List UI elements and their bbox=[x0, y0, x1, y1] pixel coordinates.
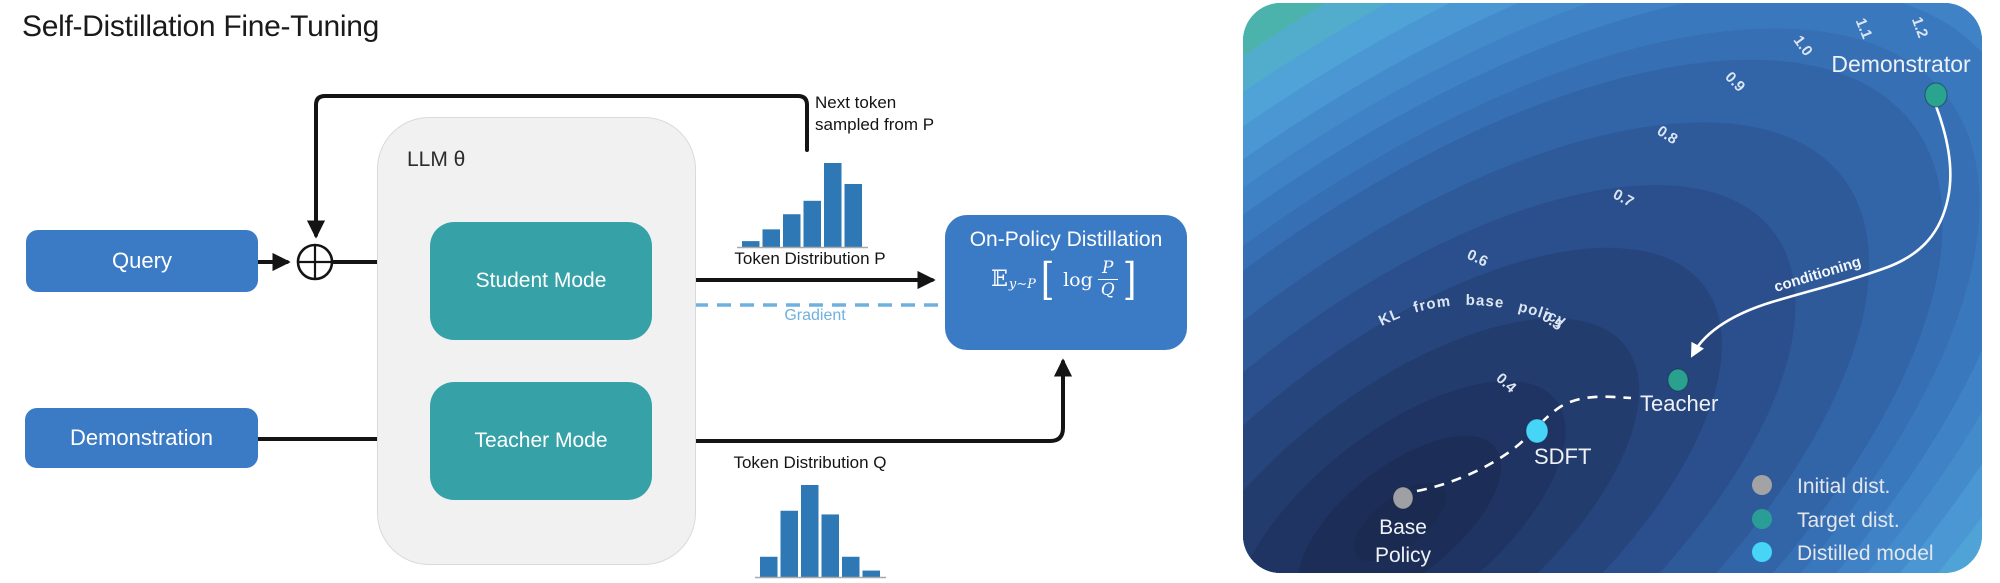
query-box: Query bbox=[26, 230, 258, 292]
legend-target-dot bbox=[1752, 509, 1772, 529]
teacher-mode-box: Teacher Mode bbox=[430, 382, 652, 500]
histogram-bar bbox=[821, 514, 839, 577]
histogram-bar bbox=[760, 556, 778, 577]
student-mode-box: Student Mode bbox=[430, 222, 652, 340]
p-over-q-fraction: P Q bbox=[1097, 258, 1118, 299]
demonstration-label: Demonstration bbox=[69, 425, 214, 450]
histogram-bar bbox=[780, 510, 798, 577]
legend-initial-dot bbox=[1752, 475, 1772, 495]
base-policy-dot bbox=[1392, 486, 1414, 510]
sdft-dot bbox=[1525, 418, 1549, 444]
histogram-bar bbox=[801, 485, 819, 577]
student-mode-label: Student Mode bbox=[475, 269, 607, 292]
histogram-bar bbox=[803, 200, 821, 247]
log-symbol: log bbox=[1063, 268, 1093, 291]
contour-panel: 0.4 0.5 0.6 0.7 0.8 0.9 1.0 1.1 1.2 KL f… bbox=[1243, 3, 1982, 573]
histogram-q bbox=[760, 485, 880, 577]
histogram-p bbox=[742, 163, 862, 247]
token-distribution-q-label: Token Distribution Q bbox=[733, 453, 887, 472]
sdft-label: SDFT bbox=[1534, 444, 1591, 469]
legend-target-label: Target dist. bbox=[1797, 509, 1900, 532]
histogram-bar bbox=[742, 241, 760, 247]
contour-bands bbox=[1243, 3, 1982, 573]
histogram-bar bbox=[842, 556, 860, 577]
query-label: Query bbox=[112, 248, 172, 273]
fraction-denominator: Q bbox=[1097, 279, 1118, 299]
legend-distilled-dot bbox=[1752, 542, 1772, 562]
teacher-mode-label: Teacher Mode bbox=[474, 429, 608, 452]
legend-initial-label: Initial dist. bbox=[1797, 475, 1890, 498]
on-policy-title: On-Policy Distillation bbox=[969, 228, 1163, 251]
histogram-bar bbox=[824, 163, 842, 247]
arrow-teacher-to-onpolicy bbox=[650, 358, 1073, 443]
histogram-bar bbox=[844, 184, 862, 247]
conditioning-curve bbox=[1690, 105, 1952, 358]
contour-label-1.2: 1.2 bbox=[1908, 15, 1931, 40]
contour-legend: Initial dist. Target dist. Distilled mod… bbox=[1752, 475, 1934, 565]
figure-title: Self-Distillation Fine-Tuning bbox=[22, 10, 379, 43]
fraction-numerator: P bbox=[1101, 258, 1114, 278]
contour-label-1.1: 1.1 bbox=[1852, 16, 1876, 42]
gradient-label: Gradient bbox=[784, 307, 846, 324]
plus-circle-icon bbox=[296, 243, 334, 281]
next-token-annotation: Next token sampled from P bbox=[815, 92, 934, 136]
base-policy-label-line1: Base bbox=[1379, 516, 1427, 539]
histogram-bar bbox=[783, 214, 801, 247]
histogram-bar bbox=[762, 229, 780, 247]
legend-distilled-label: Distilled model bbox=[1797, 542, 1934, 565]
demonstrator-label: Demonstrator bbox=[1831, 51, 1971, 77]
teacher-dot bbox=[1667, 368, 1689, 392]
expectation-subscript: y∼P bbox=[1008, 277, 1036, 292]
teacher-label: Teacher bbox=[1640, 391, 1718, 416]
demonstrator-dot bbox=[1924, 82, 1948, 108]
next-token-line1: Next token bbox=[815, 93, 897, 112]
token-distribution-p-label: Token Distribution P bbox=[734, 249, 886, 268]
histogram-bar bbox=[862, 570, 880, 577]
demonstration-box: Demonstration bbox=[25, 408, 258, 468]
base-policy-label-line2: Policy bbox=[1375, 544, 1432, 567]
arrow-feedback-loop bbox=[306, 94, 809, 239]
expectation-symbol: 𝔼 bbox=[991, 267, 1008, 292]
llm-label: LLM θ bbox=[407, 148, 466, 171]
next-token-line2: sampled from P bbox=[815, 115, 935, 134]
